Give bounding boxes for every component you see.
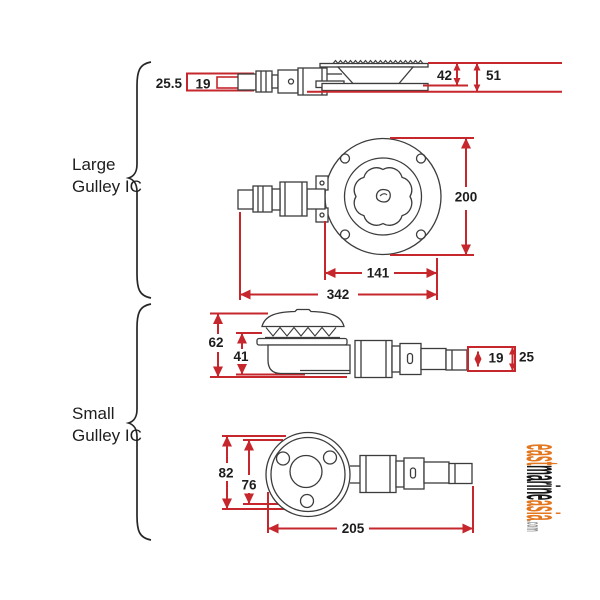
center-logo <box>375 188 391 203</box>
dim-small-pipe-id: 19 <box>488 351 503 366</box>
large-gulley-brace <box>125 61 152 299</box>
dim-large-pipe-od: 25.5 <box>156 76 183 91</box>
large-flange-outer <box>324 137 442 256</box>
small-cap-vents <box>265 326 337 337</box>
dim-small-total-height: 62 <box>208 335 223 350</box>
large-gulley-label-line2: Gulley IC <box>72 177 142 196</box>
dim-small-body-height: 41 <box>233 349 249 364</box>
dim-small-total-length: 205 <box>342 521 365 536</box>
large-gulley-label-line1: Large <box>72 155 115 174</box>
dim-large-inner-diameter: 141 <box>367 266 390 281</box>
small-cap-dome <box>261 308 345 328</box>
large-gulley-side-view: 25.5 19 42 51 <box>156 59 562 96</box>
watermark-tld: .com <box>522 520 544 532</box>
watermark-east: east <box>517 444 569 466</box>
small-gulley-label-line2: Gulley IC <box>72 426 142 445</box>
small-gulley-label-line1: Small <box>72 404 115 423</box>
dim-large-total-height: 51 <box>486 68 502 83</box>
dim-small-flange-diameter: 82 <box>218 466 233 481</box>
dim-large-pipe-id: 19 <box>195 77 210 92</box>
small-gulley-brace <box>125 303 152 541</box>
small-center-hole <box>289 454 323 489</box>
grate-serration <box>332 59 424 65</box>
small-body <box>267 344 351 375</box>
dim-large-body-height: 42 <box>437 68 452 83</box>
dim-small-inner-diameter: 76 <box>241 478 257 493</box>
dim-small-pipe-od: 25 <box>519 350 535 365</box>
watermark: eastmarineasia.com <box>517 444 569 532</box>
watermark-asia: asia <box>517 499 569 521</box>
small-gulley-bottom-view: 82 76 205 <box>218 431 474 536</box>
large-scallop-knob <box>353 167 413 226</box>
dim-large-flange-diameter: 200 <box>455 190 478 205</box>
large-gulley-front-view: 200 141 342 <box>237 137 478 302</box>
dim-large-total-length: 342 <box>327 287 350 302</box>
small-gulley-side-view: 62 41 19 25 <box>208 308 535 379</box>
small-flange-outer <box>265 431 351 518</box>
watermark-marine: marine <box>517 465 569 500</box>
